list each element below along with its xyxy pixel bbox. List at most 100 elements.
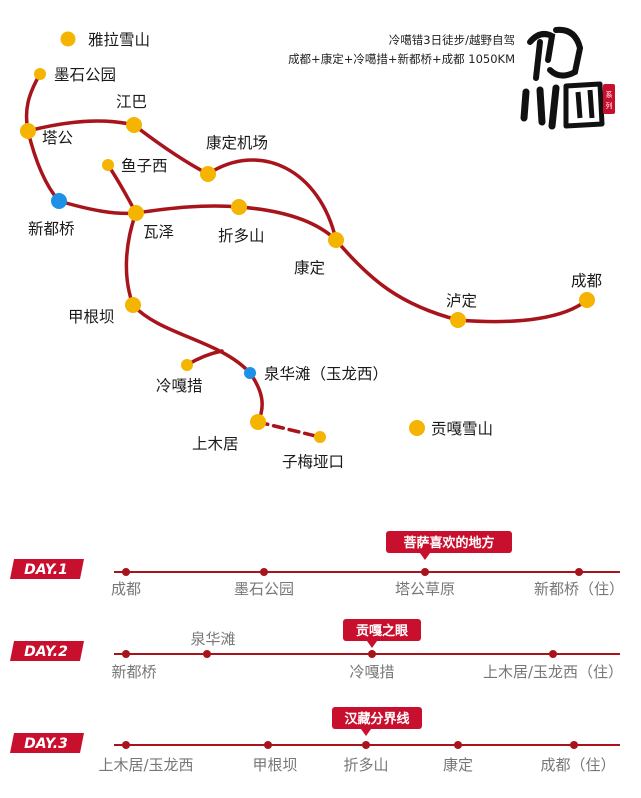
logo-badge: [603, 84, 615, 114]
day2-stop-1: 新都桥: [111, 663, 156, 681]
day3-stop-dot-1: [122, 741, 130, 749]
marker-yala: [60, 31, 76, 47]
label-jiagenba: 甲根坝: [68, 308, 115, 326]
label-chengdu: 成都: [571, 272, 602, 290]
day1-stop-2: 墨石公园: [234, 580, 294, 598]
day3-highlight-pointer: [361, 729, 371, 736]
day2-highlight: 贡嘎之眼: [356, 623, 409, 639]
marker-quanhuatan: [244, 367, 256, 379]
header-route-summary: 成都+康定+冷噶措+新都桥+成都 1050KM: [288, 52, 515, 66]
label-quanhuatan: 泉华滩（玉龙西）: [264, 365, 388, 383]
day3-stop-5: 成都（住）: [540, 756, 615, 774]
label-zimeiyakou: 子梅垭口: [282, 453, 344, 471]
logo-stroke-right: [563, 81, 605, 129]
day1-stop-dot-4: [575, 568, 583, 576]
day2-row: DAY.2 贡嘎之眼 泉华滩 新都桥 冷嘎措 上木居/玉龙西（住）: [10, 619, 623, 681]
route-shangmuju-zimeiyakou-dashed: [256, 420, 322, 439]
label-yala: 雅拉雪山: [88, 31, 150, 49]
logo-badge-char-2: 列: [606, 101, 613, 110]
label-shangmuju: 上木居: [192, 435, 239, 453]
day1-highlight-pointer: [420, 553, 430, 560]
marker-shangmuju: [250, 414, 266, 430]
logo-stroke-top: [527, 26, 584, 81]
day3-stop-3: 折多山: [343, 756, 388, 774]
marker-xinduqiao: [51, 193, 67, 209]
marker-gongga: [409, 420, 425, 436]
route-waze-jiagenba: [124, 211, 138, 307]
day3-highlight: 汉藏分界线: [344, 711, 409, 727]
day1-stop-4: 新都桥（住）: [534, 580, 624, 598]
marker-moshi: [34, 68, 46, 80]
marker-chengdu: [579, 292, 595, 308]
label-kangding: 康定: [294, 259, 325, 277]
day1-highlight: 菩萨喜欢的地方: [403, 535, 494, 551]
day1-stop-dot-2: [260, 568, 268, 576]
label-jiangba: 江巴: [116, 93, 147, 111]
marker-zimeiyakou: [314, 431, 326, 443]
day1-label: DAY.1: [24, 562, 68, 578]
label-yuzixi: 鱼子西: [121, 157, 168, 175]
day2-label: DAY.2: [24, 644, 68, 660]
route-tagong-jiangba: [26, 119, 136, 133]
label-gongga: 贡嘎雪山: [431, 420, 493, 438]
route-airport-kangding: [206, 158, 338, 242]
day1-stop-dot-3: [421, 568, 429, 576]
marker-yuzixi: [102, 159, 114, 171]
day1-row: DAY.1 菩萨喜欢的地方 成都 墨石公园 塔公草原 新都桥（住）: [10, 531, 624, 598]
route-luding-chengdu: [456, 298, 589, 324]
day1-stop-3: 塔公草原: [395, 580, 455, 598]
day2-stop-dot-3: [368, 650, 376, 658]
day3-row: DAY.3 汉藏分界线 上木居/玉龙西 甲根坝 折多山 康定 成都（住）: [10, 707, 620, 774]
marker-kangding-airport: [200, 166, 216, 182]
day3-stop-4: 康定: [443, 756, 473, 774]
day3-highlight-bg: [332, 707, 422, 729]
day1-stop-dot-1: [122, 568, 130, 576]
day3-stop-dot-4: [454, 741, 462, 749]
label-lenggacuo: 冷嘎措: [156, 377, 203, 395]
day2-stop-dot-2: [203, 650, 211, 658]
header-subtitle: 冷噶错3日徒步/越野自驾: [389, 33, 515, 47]
day3-stop-2: 甲根坝: [252, 756, 297, 774]
marker-jiagenba: [125, 297, 141, 313]
day3-stop-1: 上木居/玉龙西: [98, 756, 193, 774]
marker-luding: [450, 312, 466, 328]
label-waze: 瓦泽: [143, 223, 174, 241]
day1-highlight-bg: [386, 531, 512, 553]
day2-highlight-bg: [343, 619, 421, 641]
route-waze-zheduoshan: [134, 204, 241, 215]
label-moshi: 墨石公园: [54, 66, 116, 84]
day3-stop-dot-3: [362, 741, 370, 749]
label-zheduoshan: 折多山: [218, 227, 265, 245]
route-kangding-luding: [334, 238, 460, 322]
stop-markers: [20, 31, 595, 443]
label-kangding-airport: 康定机场: [206, 134, 268, 152]
marker-kangding: [328, 232, 344, 248]
day1-label-bg: [10, 559, 84, 579]
day3-stop-dot-2: [264, 741, 272, 749]
day2-stop-dot-4: [549, 650, 557, 658]
day2-stop-above: 泉华滩: [190, 630, 235, 648]
marker-jiangba: [126, 117, 142, 133]
logo-badge-char-1: 系: [606, 90, 613, 99]
label-tagong: 塔公: [42, 129, 73, 147]
label-xinduqiao: 新都桥: [28, 220, 75, 238]
day2-stop-3: 上木居/玉龙西（住）: [483, 663, 623, 681]
logo-stroke-left: [520, 84, 560, 130]
day1-stop-1: 成都: [111, 580, 141, 598]
marker-waze: [128, 205, 144, 221]
route-moshi-tagong: [24, 72, 42, 133]
day2-highlight-pointer: [367, 641, 377, 648]
label-luding: 泸定: [446, 292, 477, 310]
route-lines: [24, 72, 589, 439]
day3-stop-dot-5: [570, 741, 578, 749]
route-xinduqiao-waze: [57, 199, 138, 216]
place-labels: 雅拉雪山 墨石公园 江巴 塔公 鱼子西 康定机场 新都桥 瓦泽 折多山 康定 泸…: [28, 31, 602, 471]
marker-tagong: [20, 123, 36, 139]
series-logo: 系 列: [520, 26, 615, 130]
day2-stop-dot-1: [122, 650, 130, 658]
day3-label: DAY.3: [24, 736, 68, 752]
day2-label-bg: [10, 641, 84, 661]
day2-stop-2: 冷嘎措: [349, 663, 394, 681]
marker-lenggacuo: [181, 359, 193, 371]
